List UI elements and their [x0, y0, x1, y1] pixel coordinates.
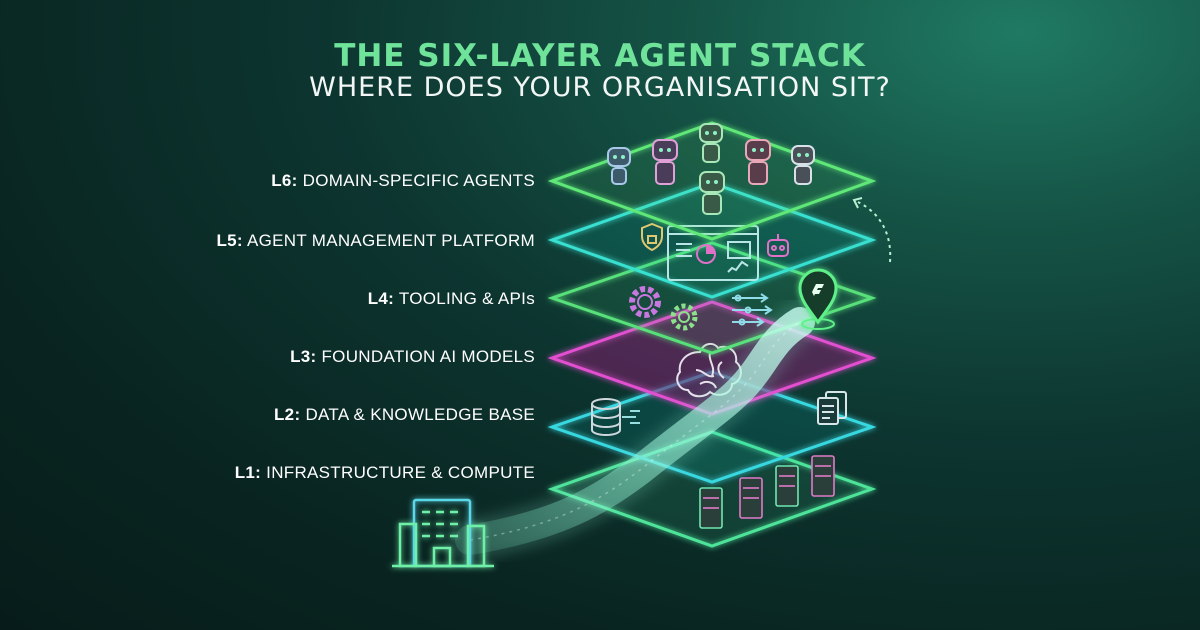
diagram-title: THE SIX-LAYER AGENT STACK: [334, 38, 866, 74]
gears-icon: [629, 286, 698, 331]
office-building-icon: [392, 498, 494, 568]
database-icon: [591, 398, 640, 436]
robot-agents-icon: [607, 123, 815, 215]
layer-label-l3: L3: FOUNDATION AI MODELS: [290, 347, 535, 366]
location-pin-icon: [798, 268, 838, 330]
layer-label-l1: L1: INFRASTRUCTURE & COMPUTE: [234, 463, 535, 482]
layer-label-l2: L2: DATA & KNOWLEDGE BASE: [274, 405, 535, 424]
growth-path: [449, 301, 821, 561]
layer-label-l6: L6: DOMAIN-SPECIFIC AGENTS: [271, 171, 535, 190]
arrows-icon: [732, 293, 773, 327]
layer-label-l4: L4: TOOLING & APIs: [367, 289, 535, 308]
robot-small-icon: [767, 234, 789, 257]
upward-arrow: [852, 197, 892, 263]
diagram-subtitle: WHERE DOES YOUR ORGANISATION SIT?: [309, 72, 891, 103]
layer-label-l5: L5: AGENT MANAGEMENT PLATFORM: [216, 231, 535, 250]
server-racks-icon: [699, 455, 835, 529]
documents-icon: [817, 391, 847, 425]
